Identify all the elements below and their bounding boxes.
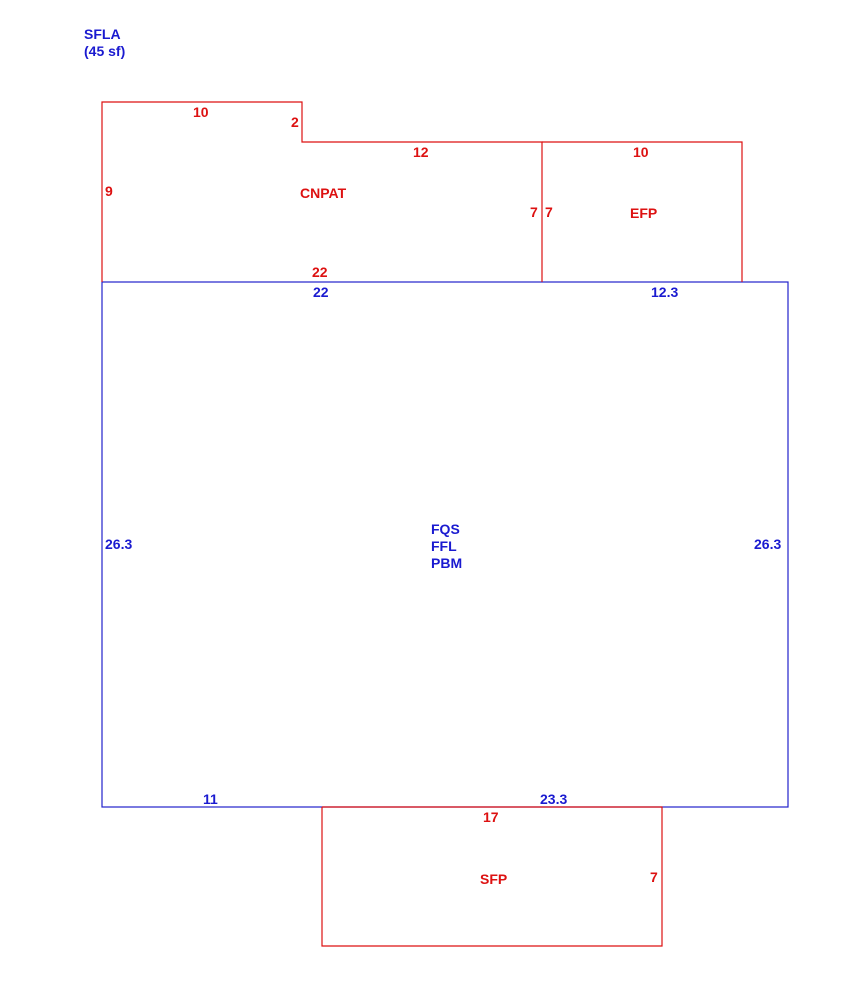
main-area-code-3: PBM bbox=[431, 555, 462, 571]
main-dim-top-left: 22 bbox=[313, 284, 329, 300]
main-dim-top-right: 12.3 bbox=[651, 284, 678, 300]
main-dim-bottom-left: 11 bbox=[203, 791, 218, 807]
main-area-code-2: FFL bbox=[431, 538, 457, 554]
cnpat-dim-top: 10 bbox=[193, 104, 209, 120]
sfp-dim-right: 7 bbox=[650, 869, 658, 885]
main-dim-left: 26.3 bbox=[105, 536, 132, 552]
cnpat-dim-bottom: 22 bbox=[312, 264, 328, 280]
main-area-code-1: FQS bbox=[431, 521, 460, 537]
cnpat-area-code: CNPAT bbox=[300, 185, 347, 201]
efp-area-code: EFP bbox=[630, 205, 657, 221]
cnpat-dim-step: 2 bbox=[291, 114, 299, 130]
sfp-dim-top: 17 bbox=[483, 809, 499, 825]
efp-dim-top: 10 bbox=[633, 144, 649, 160]
main-dim-bottom-right: 23.3 bbox=[540, 791, 567, 807]
legend-code: SFLA bbox=[84, 26, 121, 42]
efp-area-outline[interactable] bbox=[542, 141, 743, 282]
sfp-area-code: SFP bbox=[480, 871, 507, 887]
cnpat-area-outline[interactable] bbox=[101, 101, 543, 282]
sketch-legend: SFLA (45 sf) bbox=[84, 26, 125, 60]
sfp-area-outline[interactable] bbox=[321, 806, 663, 947]
cnpat-dim-left: 9 bbox=[105, 183, 113, 199]
main-dim-right: 26.3 bbox=[754, 536, 781, 552]
cnpat-dim-right: 7 bbox=[530, 204, 538, 220]
cnpat-dim-upper-right: 12 bbox=[413, 144, 429, 160]
efp-dim-left: 7 bbox=[545, 204, 553, 220]
legend-area: (45 sf) bbox=[84, 43, 126, 59]
